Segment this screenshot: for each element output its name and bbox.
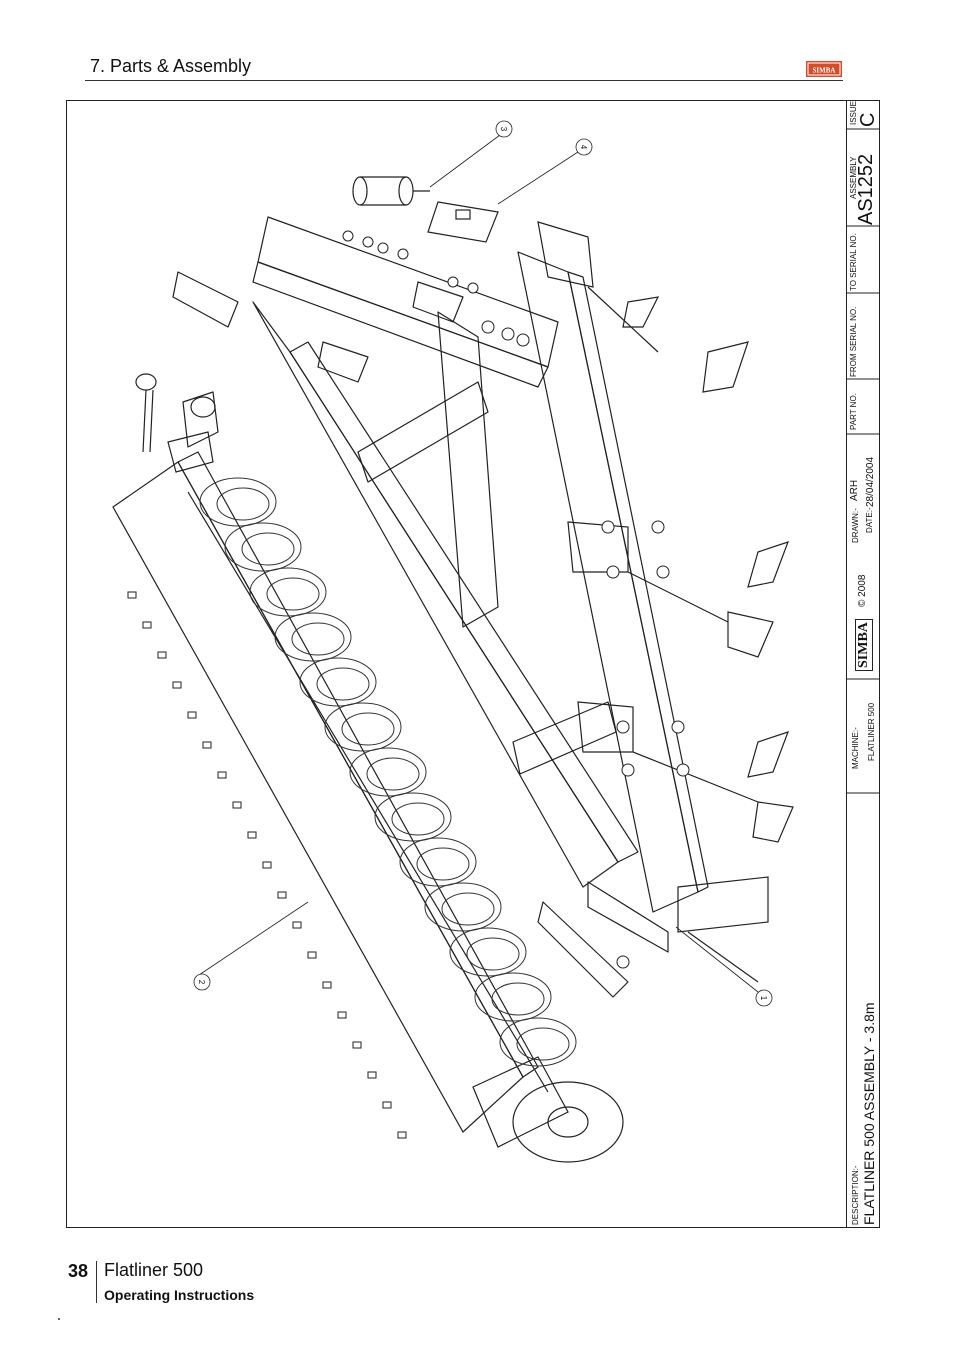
drawn-label: DRAWN:- [851,508,860,543]
part-no-label: PART NO. [849,393,858,430]
copyright: © 2008 [857,574,868,607]
to-serial-label: TO SERIAL NO. [849,233,858,291]
product-name: Flatliner 500 [104,1260,204,1280]
description-label: DESCRIPTION:- [851,1165,860,1225]
issue-value: C [857,112,879,127]
document-subtitle: Operating Instructions [104,1287,255,1303]
page-number: 38 [68,1261,89,1281]
from-serial-label: FROM SERIAL NO. [849,306,858,377]
svg-text:SIMBA: SIMBA [813,67,836,75]
assembly-drawing: 3 4 2 1 [112,120,794,1163]
drawn-value: ARH [849,479,860,501]
date-value: 28/04/2004 [865,456,876,507]
callout-3: 3 [499,127,508,132]
footer-divider [96,1261,97,1303]
section-title: 7. Parts & Assembly [90,56,252,76]
brand-mark: SIMBA [855,619,873,671]
callout-2: 2 [197,980,206,985]
description-value: FLATLINER 500 ASSEMBLY - 3.8m [861,1002,877,1225]
stray-mark [58,1318,60,1320]
assembly-number: AS1252 [855,153,877,225]
title-block: ISSUE C ASSEMBLY AS1252 TO SERIAL NO. FR… [846,101,880,1227]
title-block-dividers [847,128,880,794]
machine-value: FLATLINER 500 [867,702,876,761]
simba-logo: SIMBA [806,61,842,77]
date-label: DATE:- [865,507,874,533]
callout-1: 1 [759,996,768,1001]
header-divider [85,80,843,81]
drawing-frame [66,100,880,1228]
machine-label: MACHINE:- [851,727,860,769]
callout-4: 4 [579,145,588,150]
